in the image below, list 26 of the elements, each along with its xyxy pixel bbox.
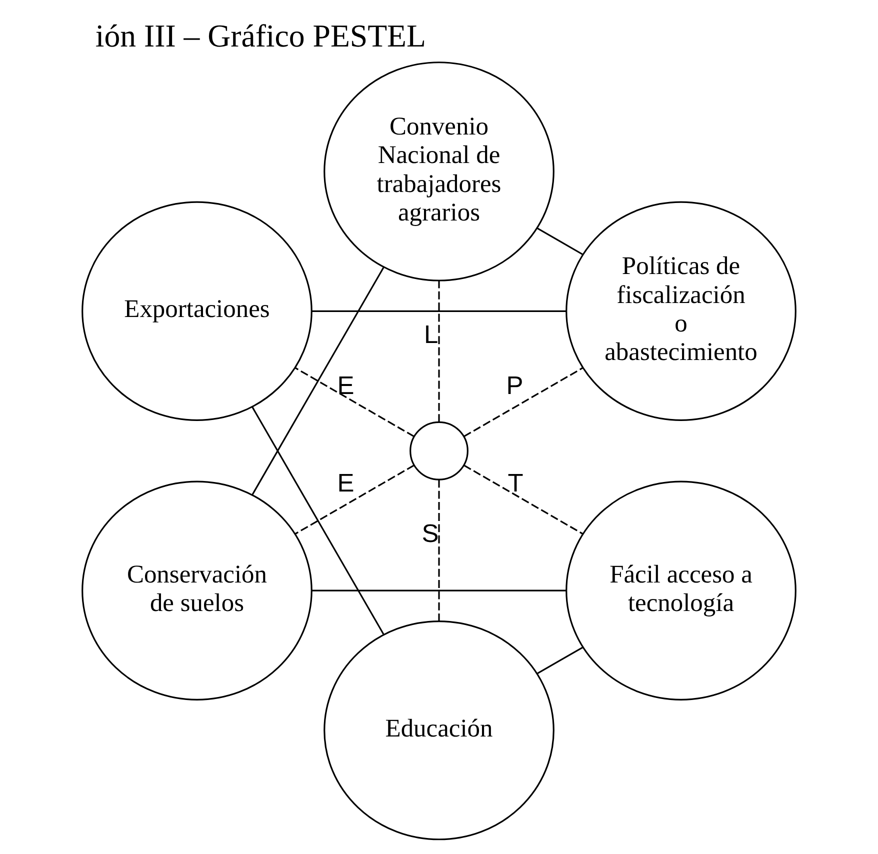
connector (438, 480, 440, 621)
connector (464, 464, 584, 535)
node-circle: Políticas de fiscalización o abastecimiento (566, 201, 796, 421)
connector (252, 406, 384, 635)
diagram-title: ión III – Gráfico PESTEL (95, 18, 426, 54)
connector (312, 310, 566, 312)
edge-label: E (337, 469, 354, 498)
edge-label: T (508, 469, 524, 498)
connector (438, 280, 440, 422)
connector (537, 646, 584, 674)
connector (464, 367, 584, 438)
node-circle: Exportaciones (82, 201, 312, 421)
connector (294, 367, 414, 438)
connector (312, 590, 566, 592)
node-circle: Fácil acceso a tecnología (566, 480, 796, 700)
node-circle: Educación (324, 620, 554, 840)
connector (537, 228, 584, 256)
connector (294, 464, 414, 535)
node-circle (410, 421, 468, 480)
edge-label: L (424, 321, 438, 350)
connector (252, 266, 384, 496)
node-circle: Convenio Nacional de trabajadores agrarios (324, 62, 554, 282)
edge-label: S (422, 520, 439, 548)
node-circle: Conservación de suelos (82, 480, 312, 700)
edge-label: E (337, 372, 354, 400)
edge-label: P (506, 372, 524, 400)
